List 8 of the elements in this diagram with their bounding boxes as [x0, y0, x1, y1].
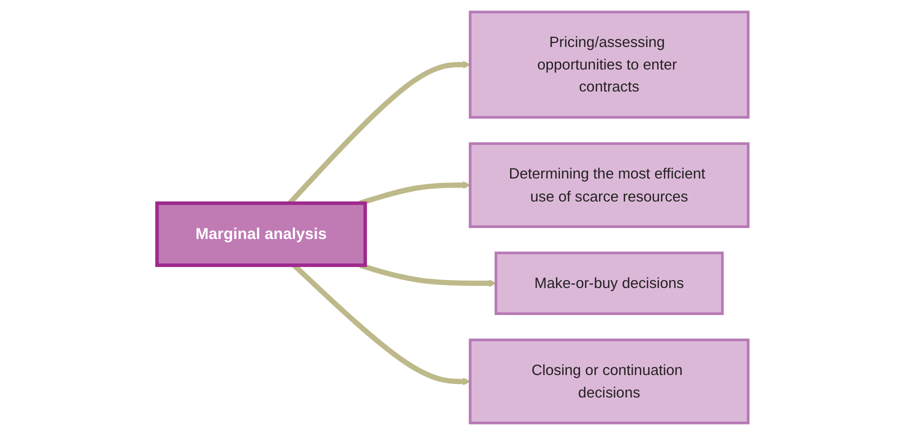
node-box: Closing or continuation decisions: [468, 338, 750, 424]
node-box: Marginal analysis: [155, 201, 367, 267]
node-box: Pricing/assessing opportunities to enter contracts: [468, 10, 750, 119]
node-box: Make-or-buy decisions: [494, 252, 724, 315]
arrow: [359, 262, 496, 288]
arrow: [288, 60, 470, 205]
node-box: Determining the most efficient use of scarce resources: [468, 142, 750, 228]
arrow: [359, 181, 470, 206]
